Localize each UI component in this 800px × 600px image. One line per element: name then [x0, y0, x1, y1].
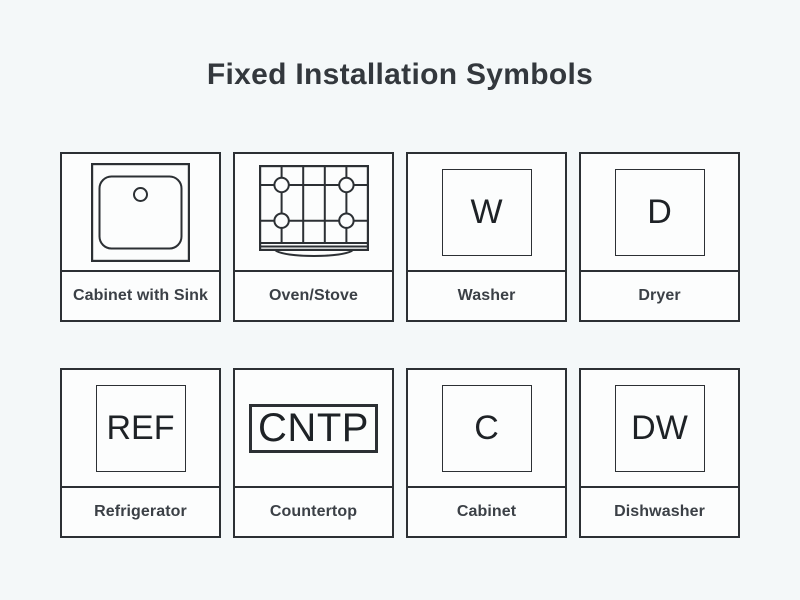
card-label: Washer: [408, 270, 565, 320]
card-label: Oven/Stove: [235, 270, 392, 320]
stove-icon: [258, 165, 369, 257]
symbol-card-dryer: D Dryer: [579, 152, 740, 322]
symbol-area: D: [581, 154, 738, 270]
symbol-card-washer: W Washer: [406, 152, 567, 322]
symbol-area: CNTP: [235, 370, 392, 486]
symbol-area: DW: [581, 370, 738, 486]
dryer-symbol-box: D: [614, 168, 705, 256]
symbol-card-countertop: CNTP Countertop: [233, 368, 394, 538]
symbol-card-refrigerator: REF Refrigerator: [60, 368, 221, 538]
symbol-card-dishwasher: DW Dishwasher: [579, 368, 740, 538]
countertop-symbol-box: CNTP: [249, 403, 378, 453]
symbol-card-cabinet: C Cabinet: [406, 368, 567, 538]
card-label: Cabinet: [408, 486, 565, 536]
sink-icon: [91, 162, 190, 262]
symbol-area: C: [408, 370, 565, 486]
symbol-grid: Cabinet with Sink Oven/Stove: [60, 152, 740, 538]
symbol-letter: D: [647, 192, 672, 231]
symbol-letter: DW: [631, 408, 688, 447]
symbol-area: [62, 154, 219, 270]
refrigerator-symbol-box: REF: [95, 384, 186, 472]
symbol-letter: CNTP: [258, 405, 369, 450]
symbol-letter: C: [474, 408, 499, 447]
washer-symbol-box: W: [441, 168, 532, 256]
symbol-card-oven-stove: Oven/Stove: [233, 152, 394, 322]
card-label: Refrigerator: [62, 486, 219, 536]
symbol-letter: REF: [106, 408, 175, 447]
page-title: Fixed Installation Symbols: [206, 58, 594, 91]
symbol-letter: W: [470, 192, 503, 231]
symbol-card-cabinet-with-sink: Cabinet with Sink: [60, 152, 221, 322]
dishwasher-symbol-box: DW: [614, 384, 705, 472]
symbol-area: W: [408, 154, 565, 270]
symbol-area: REF: [62, 370, 219, 486]
card-label: Countertop: [235, 486, 392, 536]
card-label: Dryer: [581, 270, 738, 320]
card-label: Dishwasher: [581, 486, 738, 536]
symbol-area: [235, 154, 392, 270]
cabinet-symbol-box: C: [441, 384, 532, 472]
card-label: Cabinet with Sink: [62, 270, 219, 320]
